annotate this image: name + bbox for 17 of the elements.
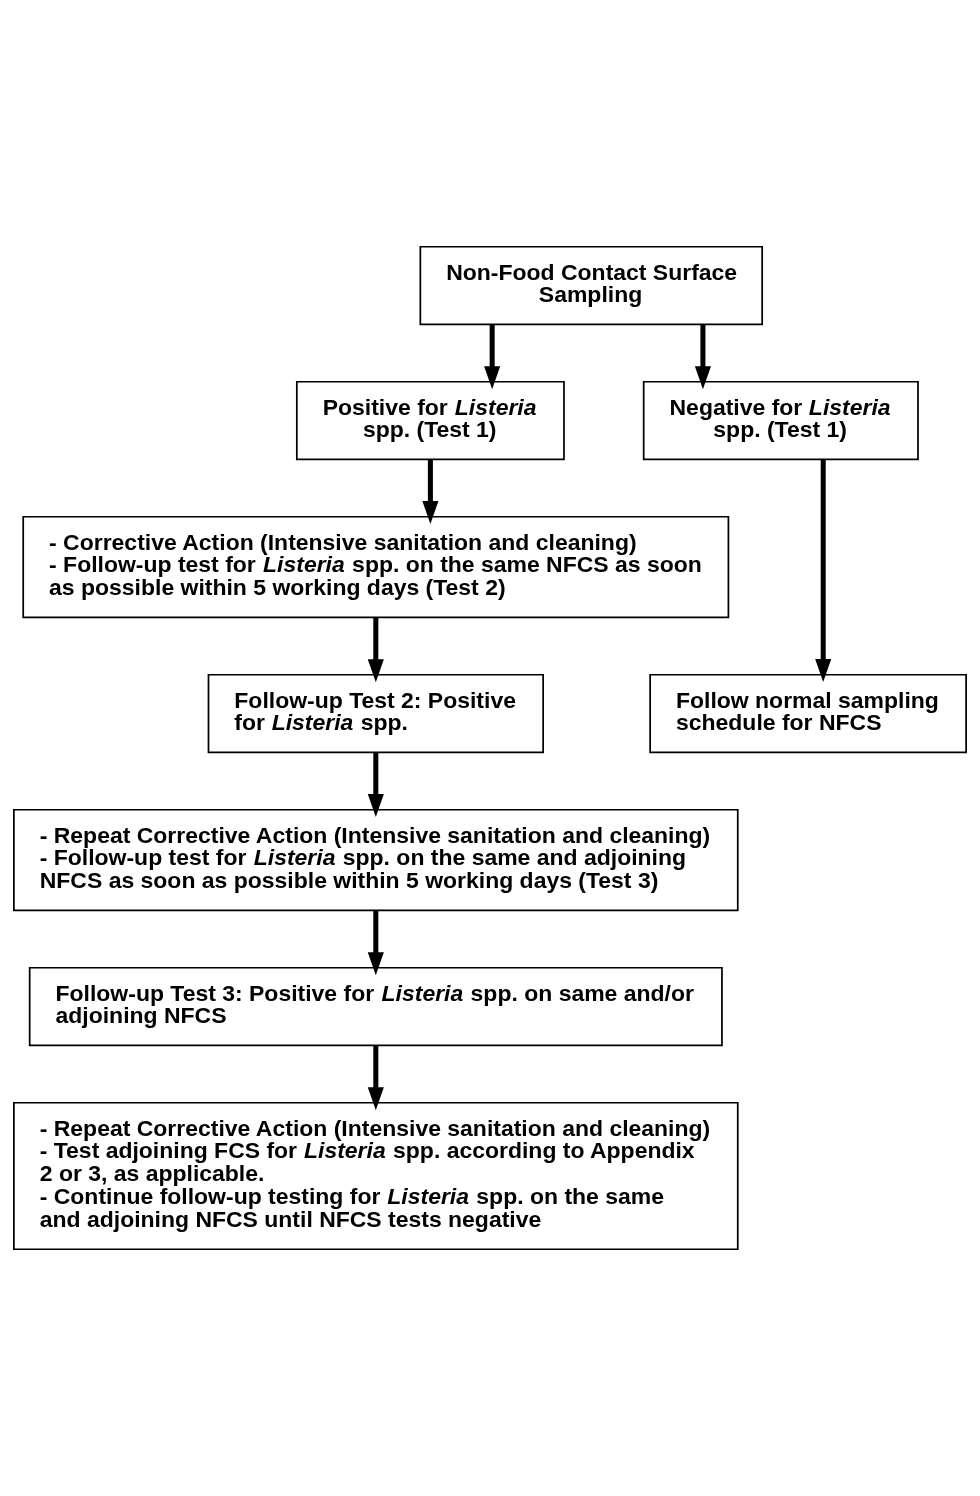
node-box: - Repeat Corrective Action (Intensive sanitation and cleaning) - Test adjoining FCS for Listeria spp. according to Appendix 2 or 3, as applicable. - Continue follow-up testing for Listeria spp. on the same and adjoining NFCS until NFCS tests negative bbox=[13, 1101, 739, 1251]
arrow bbox=[694, 324, 711, 390]
node-box: Follow-up Test 2: Positive for Listeria spp. bbox=[207, 673, 544, 754]
arrow bbox=[367, 617, 384, 683]
node-box: Non-Food Contact Surface Sampling bbox=[419, 245, 764, 326]
node-box: Positive for Listeria spp. (Test 1) bbox=[295, 380, 565, 461]
arrow bbox=[367, 752, 384, 817]
node-box: Follow-up Test 3: Positive for Listeria spp. on same and/or adjoining NFCS bbox=[28, 966, 723, 1047]
arrow bbox=[422, 459, 439, 524]
node-box: Follow normal sampling schedule for NFCS bbox=[649, 673, 967, 754]
arrow bbox=[815, 459, 832, 683]
node-box: Negative for Listeria spp. (Test 1) bbox=[642, 380, 919, 461]
arrow bbox=[367, 910, 384, 976]
node-box: - Corrective Action (Intensive sanitation and cleaning) - Follow-up test for Listeria spp. on the same NFCS as soon as possible within 5 working days (Test 2) bbox=[22, 515, 730, 619]
arrow bbox=[484, 324, 501, 390]
node-box: - Repeat Corrective Action (Intensive sanitation and cleaning) - Follow-up test for Listeria spp. on the same and adjoining NFCS as soon as possible within 5 working days (Test 3) bbox=[13, 808, 739, 912]
arrow bbox=[367, 1045, 384, 1111]
